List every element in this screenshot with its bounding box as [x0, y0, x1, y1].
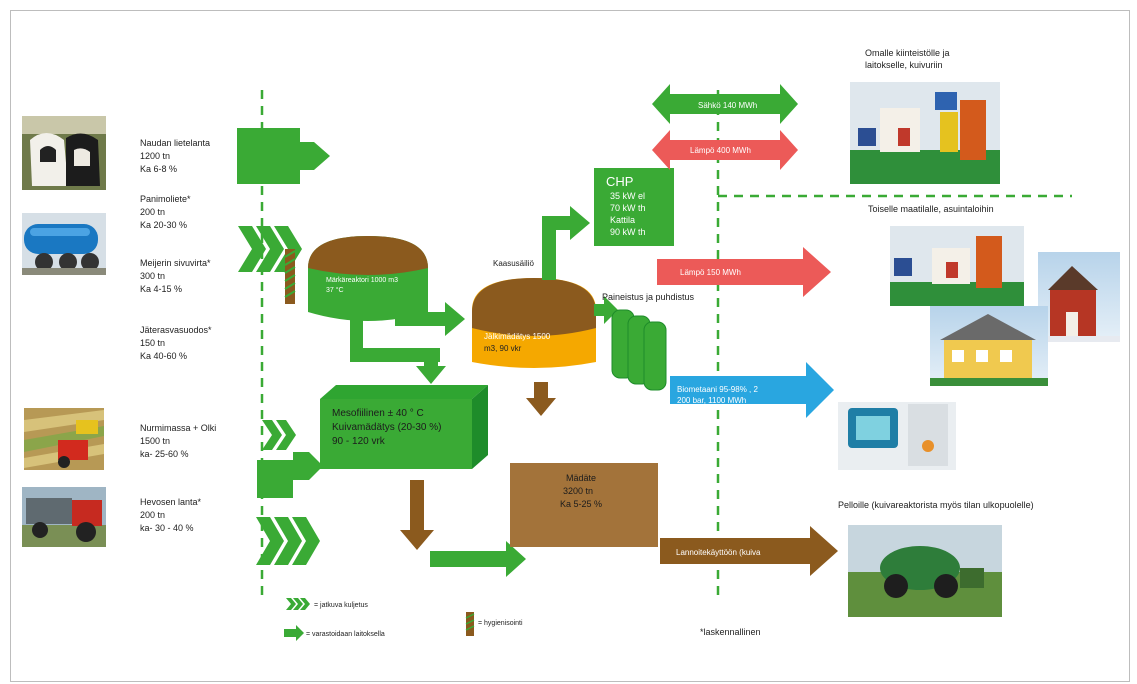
photo-tractor-trailer	[22, 487, 106, 547]
input-list: Naudan lietelanta 1200 tn Ka 6-8 % Panim…	[140, 138, 216, 533]
heat-other-label: Lämpö 150 MWh	[680, 268, 741, 277]
storage-arrow-lower	[257, 452, 323, 498]
heat-own-label: Lämpö 400 MWh	[690, 146, 751, 155]
to-digestate-arrow	[430, 541, 526, 577]
legend-continuous: = jatkuva kuljetus	[314, 602, 368, 609]
fertilizer-label: Lannoitekäyttöön (kuiva	[676, 548, 761, 557]
input-dm-3: Ka 40-60 %	[140, 351, 187, 361]
digestate-title: Mädäte	[566, 473, 596, 483]
legend: = jatkuva kuljetus = varastoidaan laitok…	[284, 598, 523, 641]
post-digestion-line1: Jälkimädätys 1500	[484, 332, 551, 341]
gas-storage-label: Kaasusäiliö	[493, 259, 534, 268]
wet-reactor: Märkäreaktori 1000 m3 37 °C	[308, 236, 428, 321]
heat-own-arrow: Lämpö 400 MWh	[652, 130, 798, 170]
heat-other-arrow: Lämpö 150 MWh	[657, 247, 831, 297]
destination-fields: Pelloille (kuivareaktorista myös tilan u…	[838, 500, 1034, 510]
continuous-transport-chevrons-3	[256, 517, 320, 565]
chp-line1: 35 kW el	[610, 191, 645, 201]
electricity-arrow: Sähkö 140 MWh	[652, 84, 798, 124]
chp-line2: 70 kW th	[610, 203, 646, 213]
legend-stored: = varastoidaan laitoksella	[306, 631, 385, 638]
input-amount-4: 1500 tn	[140, 436, 170, 446]
photo-cow	[22, 116, 106, 190]
input-name-2: Meijerin sivuvirta*	[140, 258, 211, 268]
input-name-0: Naudan lietelanta	[140, 138, 210, 148]
mesophilic-line2: Kuivamädätys (20-30 %)	[332, 422, 442, 433]
input-amount-3: 150 tn	[140, 338, 165, 348]
pipe-elbow	[350, 318, 440, 362]
input-dm-0: Ka 6-8 %	[140, 164, 177, 174]
wet-reactor-line2: 37 °C	[326, 286, 344, 294]
digestate-amount: 3200 tn	[563, 486, 593, 496]
photo-toy-farm-2	[890, 226, 1024, 306]
photo-toy-farm-1	[850, 82, 1000, 184]
photo-slurry-spreader	[848, 525, 1002, 617]
mesophilic-line3: 90 - 120 vrk	[332, 436, 386, 447]
input-name-5: Hevosen lanta*	[140, 497, 202, 507]
digestate-dm: Ka 5-25 %	[560, 499, 602, 509]
legend-storage-icon	[284, 625, 304, 641]
input-dm-1: Ka 20-30 %	[140, 220, 187, 230]
chp-line4: 90 kW th	[610, 227, 646, 237]
footnote: *laskennallinen	[700, 627, 761, 637]
photo-harvester-field	[24, 408, 104, 470]
electricity-label: Sähkö 140 MWh	[698, 101, 757, 110]
chp-unit: CHP 35 kW el 70 kW th Kattila 90 kW th	[594, 168, 674, 246]
pipe-down-to-mesophilic	[416, 348, 446, 384]
input-dm-4: ka- 25-60 %	[140, 449, 189, 459]
input-amount-0: 1200 tn	[140, 151, 170, 161]
input-dm-2: Ka 4-15 %	[140, 284, 182, 294]
input-name-1: Panimoliete*	[140, 194, 191, 204]
chp-title: CHP	[606, 174, 633, 189]
legend-chevrons-icon	[286, 598, 310, 610]
hygienization-marker	[284, 249, 296, 304]
input-amount-5: 200 tn	[140, 510, 165, 520]
post-digestion-line2: m3, 90 vkr	[484, 344, 522, 353]
continuous-transport-chevrons-2	[262, 420, 296, 450]
input-amount-1: 200 tn	[140, 207, 165, 217]
fertilizer-arrow: Lannoitekäyttöön (kuiva	[660, 526, 838, 576]
destination-other: Toiselle maatilalle, asuintaloihin	[868, 204, 994, 214]
legend-hygienization-icon	[465, 612, 475, 636]
input-name-4: Nurmimassa + Olki	[140, 423, 216, 433]
pressurize-label: Paineistus ja puhdistus	[602, 292, 695, 302]
wet-reactor-line1: Märkäreaktori 1000 m3	[326, 277, 398, 284]
mesophilic-down-arrow	[400, 480, 434, 550]
storage-arrow-top	[237, 128, 330, 184]
input-name-3: Jäterasvasuodos*	[140, 325, 212, 335]
chp-line3: Kattila	[610, 215, 635, 225]
photo-red-barn	[1038, 252, 1120, 342]
digestate-box: Mädäte 3200 tn Ka 5-25 %	[510, 463, 658, 547]
photo-fuel-dispenser	[838, 402, 956, 470]
post-to-digestate-arrow	[526, 382, 556, 416]
post-to-pressurize-arrow	[594, 296, 618, 324]
input-amount-2: 300 tn	[140, 271, 165, 281]
legend-hygienization: = hygienisointi	[478, 620, 523, 627]
gas-cylinders	[611, 309, 667, 391]
pipe-to-post-digester	[395, 302, 465, 336]
photo-tank-trailer	[22, 213, 106, 275]
gas-to-chp-arrow	[542, 206, 590, 280]
photo-yellow-house	[930, 306, 1048, 386]
mesophilic-reactor: Mesofiilinen ± 40 ° C Kuivamädätys (20-3…	[320, 385, 488, 469]
post-digestion-tank: Jälkimädätys 1500 m3, 90 vkr	[472, 278, 596, 368]
input-dm-5: ka- 30 - 40 %	[140, 523, 194, 533]
mesophilic-line1: Mesofiilinen ± 40 ° C	[332, 408, 424, 419]
